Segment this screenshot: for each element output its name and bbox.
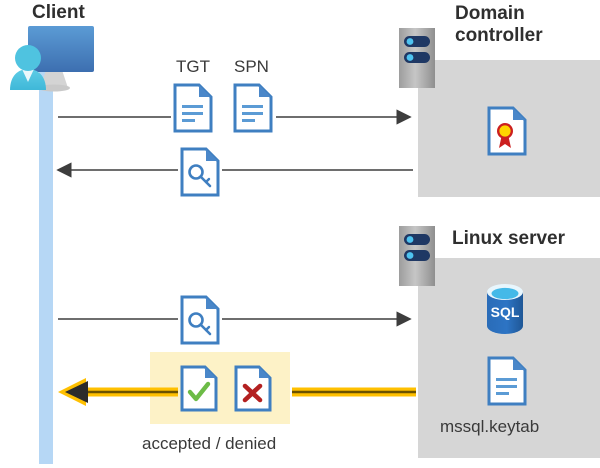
accepted-document-icon [180,365,218,412]
client-lifeline [39,72,53,464]
spn-document-icon [233,83,273,133]
verdict-gold-arrow [58,378,416,406]
client-title: Client [32,2,85,23]
sql-database-icon: SQL [487,284,523,334]
certificate-document-icon [487,106,527,156]
linux-server-title: Linux server [452,228,565,249]
domain-controller-title: Domain controller [455,3,543,47]
spn-label: SPN [234,57,269,76]
domain-controller-rack-icon [399,28,435,88]
ticket-key-document-icon [180,147,220,197]
tgt-document-icon [173,83,213,133]
denied-document-icon [234,365,272,412]
tgt-label: TGT [176,57,210,76]
linux-server-rack-icon [399,226,435,286]
keytab-filename-label: mssql.keytab [440,417,540,436]
verdict-label: accepted / denied [142,434,277,453]
svg-text:SQL: SQL [491,304,520,320]
service-ticket-key-document-icon [180,295,220,345]
keytab-document-icon [487,356,527,406]
client-user-monitor-icon [10,26,94,92]
